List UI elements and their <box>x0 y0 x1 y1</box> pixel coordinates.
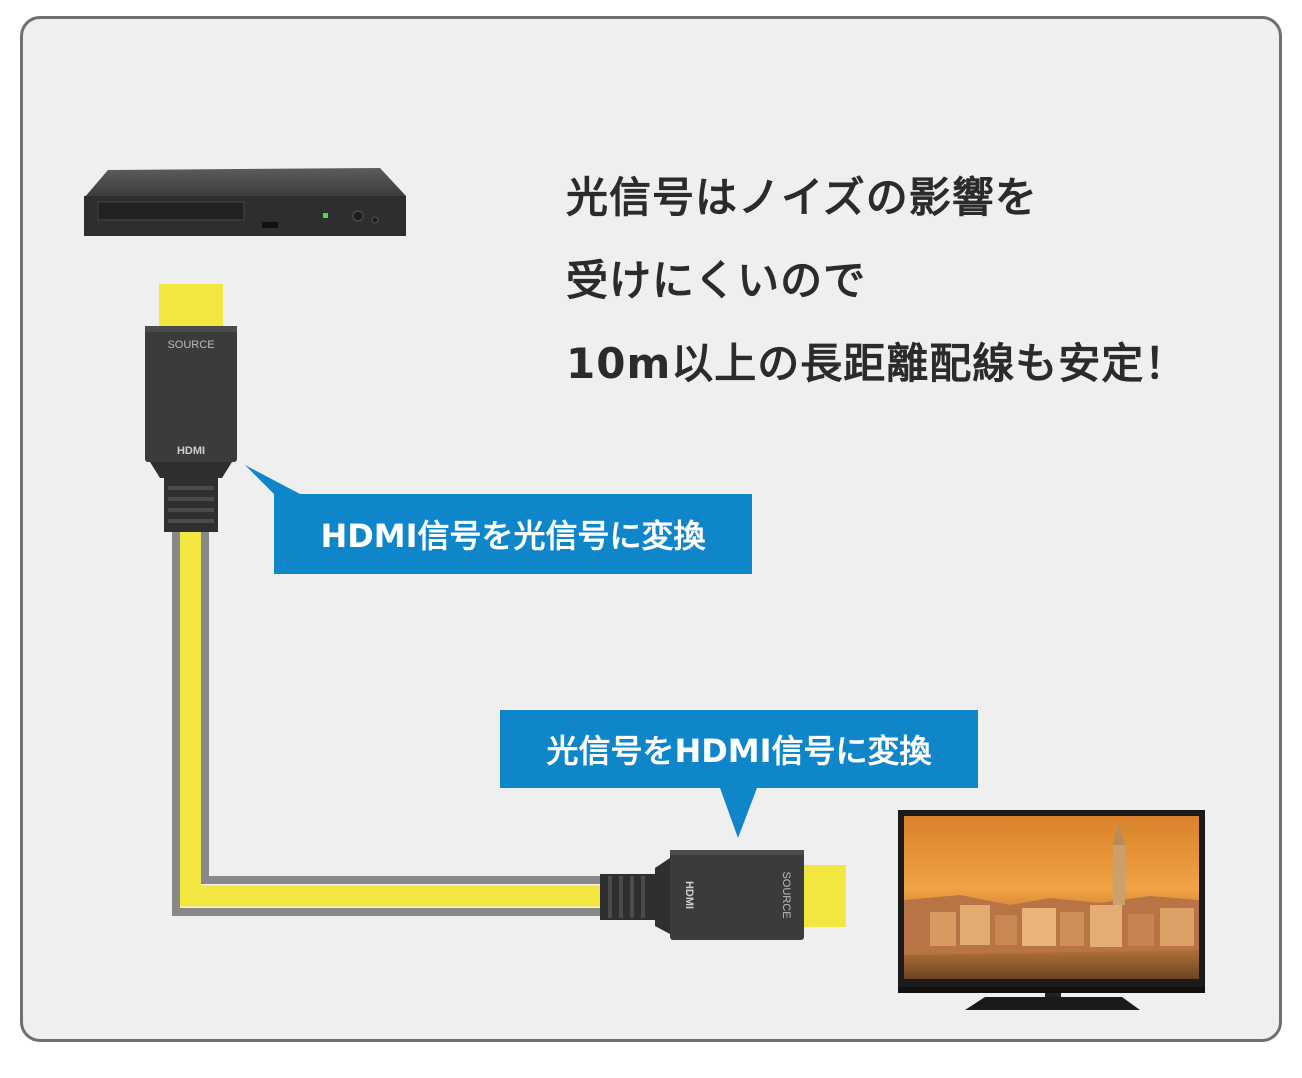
headline-line-1: 光信号はノイズの影響を <box>566 173 1038 222</box>
source-connector-label: SOURCE <box>167 339 214 351</box>
display-connector-label: SOURCE <box>780 871 792 918</box>
headline-line-3: 10m以上の長距離配線も安定！ <box>566 339 1188 388</box>
display-connector-logo: HDMI <box>683 881 695 909</box>
source-connector-logo: HDMI <box>177 445 205 457</box>
source-callout-tail <box>245 465 300 494</box>
optical-cable <box>172 528 610 916</box>
source-connector: SOURCE HDMI <box>145 284 237 532</box>
display-callout-text: 光信号をHDMI信号に変換 <box>546 732 932 770</box>
headline-line-2: 受けにくいので <box>566 256 867 305</box>
display-connector: HDMI SOURCE <box>600 850 846 940</box>
player-device <box>84 168 406 236</box>
source-callout: HDMI信号を光信号に変換 <box>274 494 752 574</box>
display-callout-tail <box>720 788 757 838</box>
source-callout-text: HDMI信号を光信号に変換 <box>320 517 706 555</box>
display-callout: 光信号をHDMI信号に変換 <box>500 710 978 788</box>
tv-device <box>898 810 1205 1010</box>
